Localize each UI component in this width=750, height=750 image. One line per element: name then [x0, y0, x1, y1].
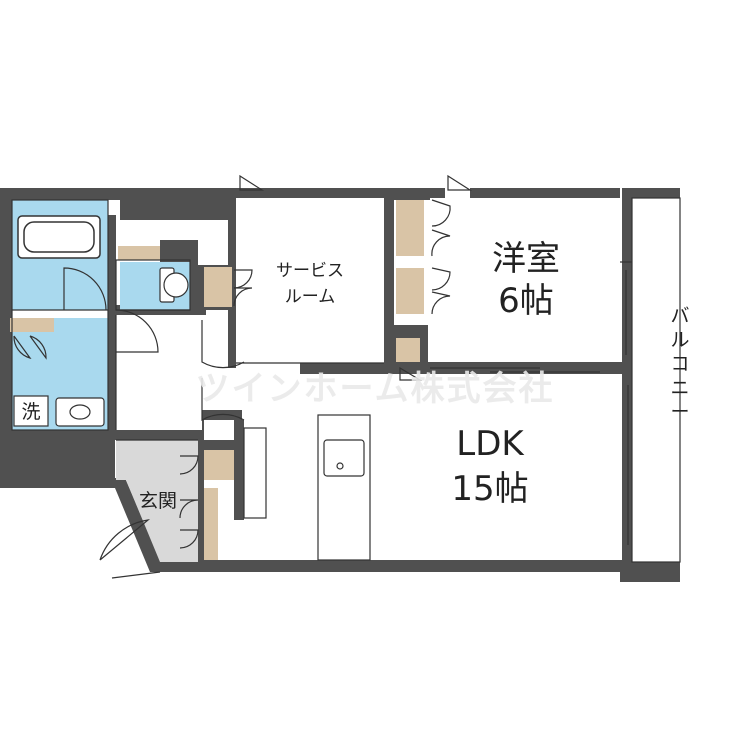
room-interiors — [116, 198, 680, 562]
interior-lines — [11, 197, 681, 563]
service-room-label-1: サービス — [276, 261, 344, 281]
ldk-size: 15帖 — [451, 469, 528, 509]
balcony-label-char: ー — [670, 401, 689, 423]
storage — [10, 200, 424, 560]
entrance-floor — [116, 440, 198, 562]
ldk-name: LDK — [456, 424, 525, 464]
western-room-floor — [430, 198, 622, 358]
balcony-label-char: ニ — [670, 377, 689, 399]
western-room-size: 6帖 — [498, 281, 554, 321]
doors — [13, 174, 629, 579]
balcony-label-char: コ — [670, 353, 689, 375]
toilet — [159, 267, 189, 303]
balcony-floor — [632, 198, 680, 562]
bathtub — [17, 215, 101, 259]
balcony-label: バルコニー — [670, 305, 689, 423]
wash-basin — [55, 397, 105, 427]
service-room-floor — [236, 198, 384, 363]
balcony-label-char: ル — [670, 329, 689, 351]
watermark: ツインホーム株式会社 — [196, 369, 555, 409]
laundry-mark-box — [13, 395, 49, 427]
entrance-label: 玄関 — [139, 490, 177, 512]
service-room-label-2: ルーム — [285, 287, 336, 307]
ldk-floor — [244, 374, 622, 560]
hall-floor — [116, 315, 202, 430]
western-room-name: 洋室 — [492, 239, 560, 279]
laundry-mark: 洗 — [21, 401, 40, 423]
balcony-label-char: バ — [670, 305, 689, 327]
kitchen-counter — [323, 439, 365, 477]
